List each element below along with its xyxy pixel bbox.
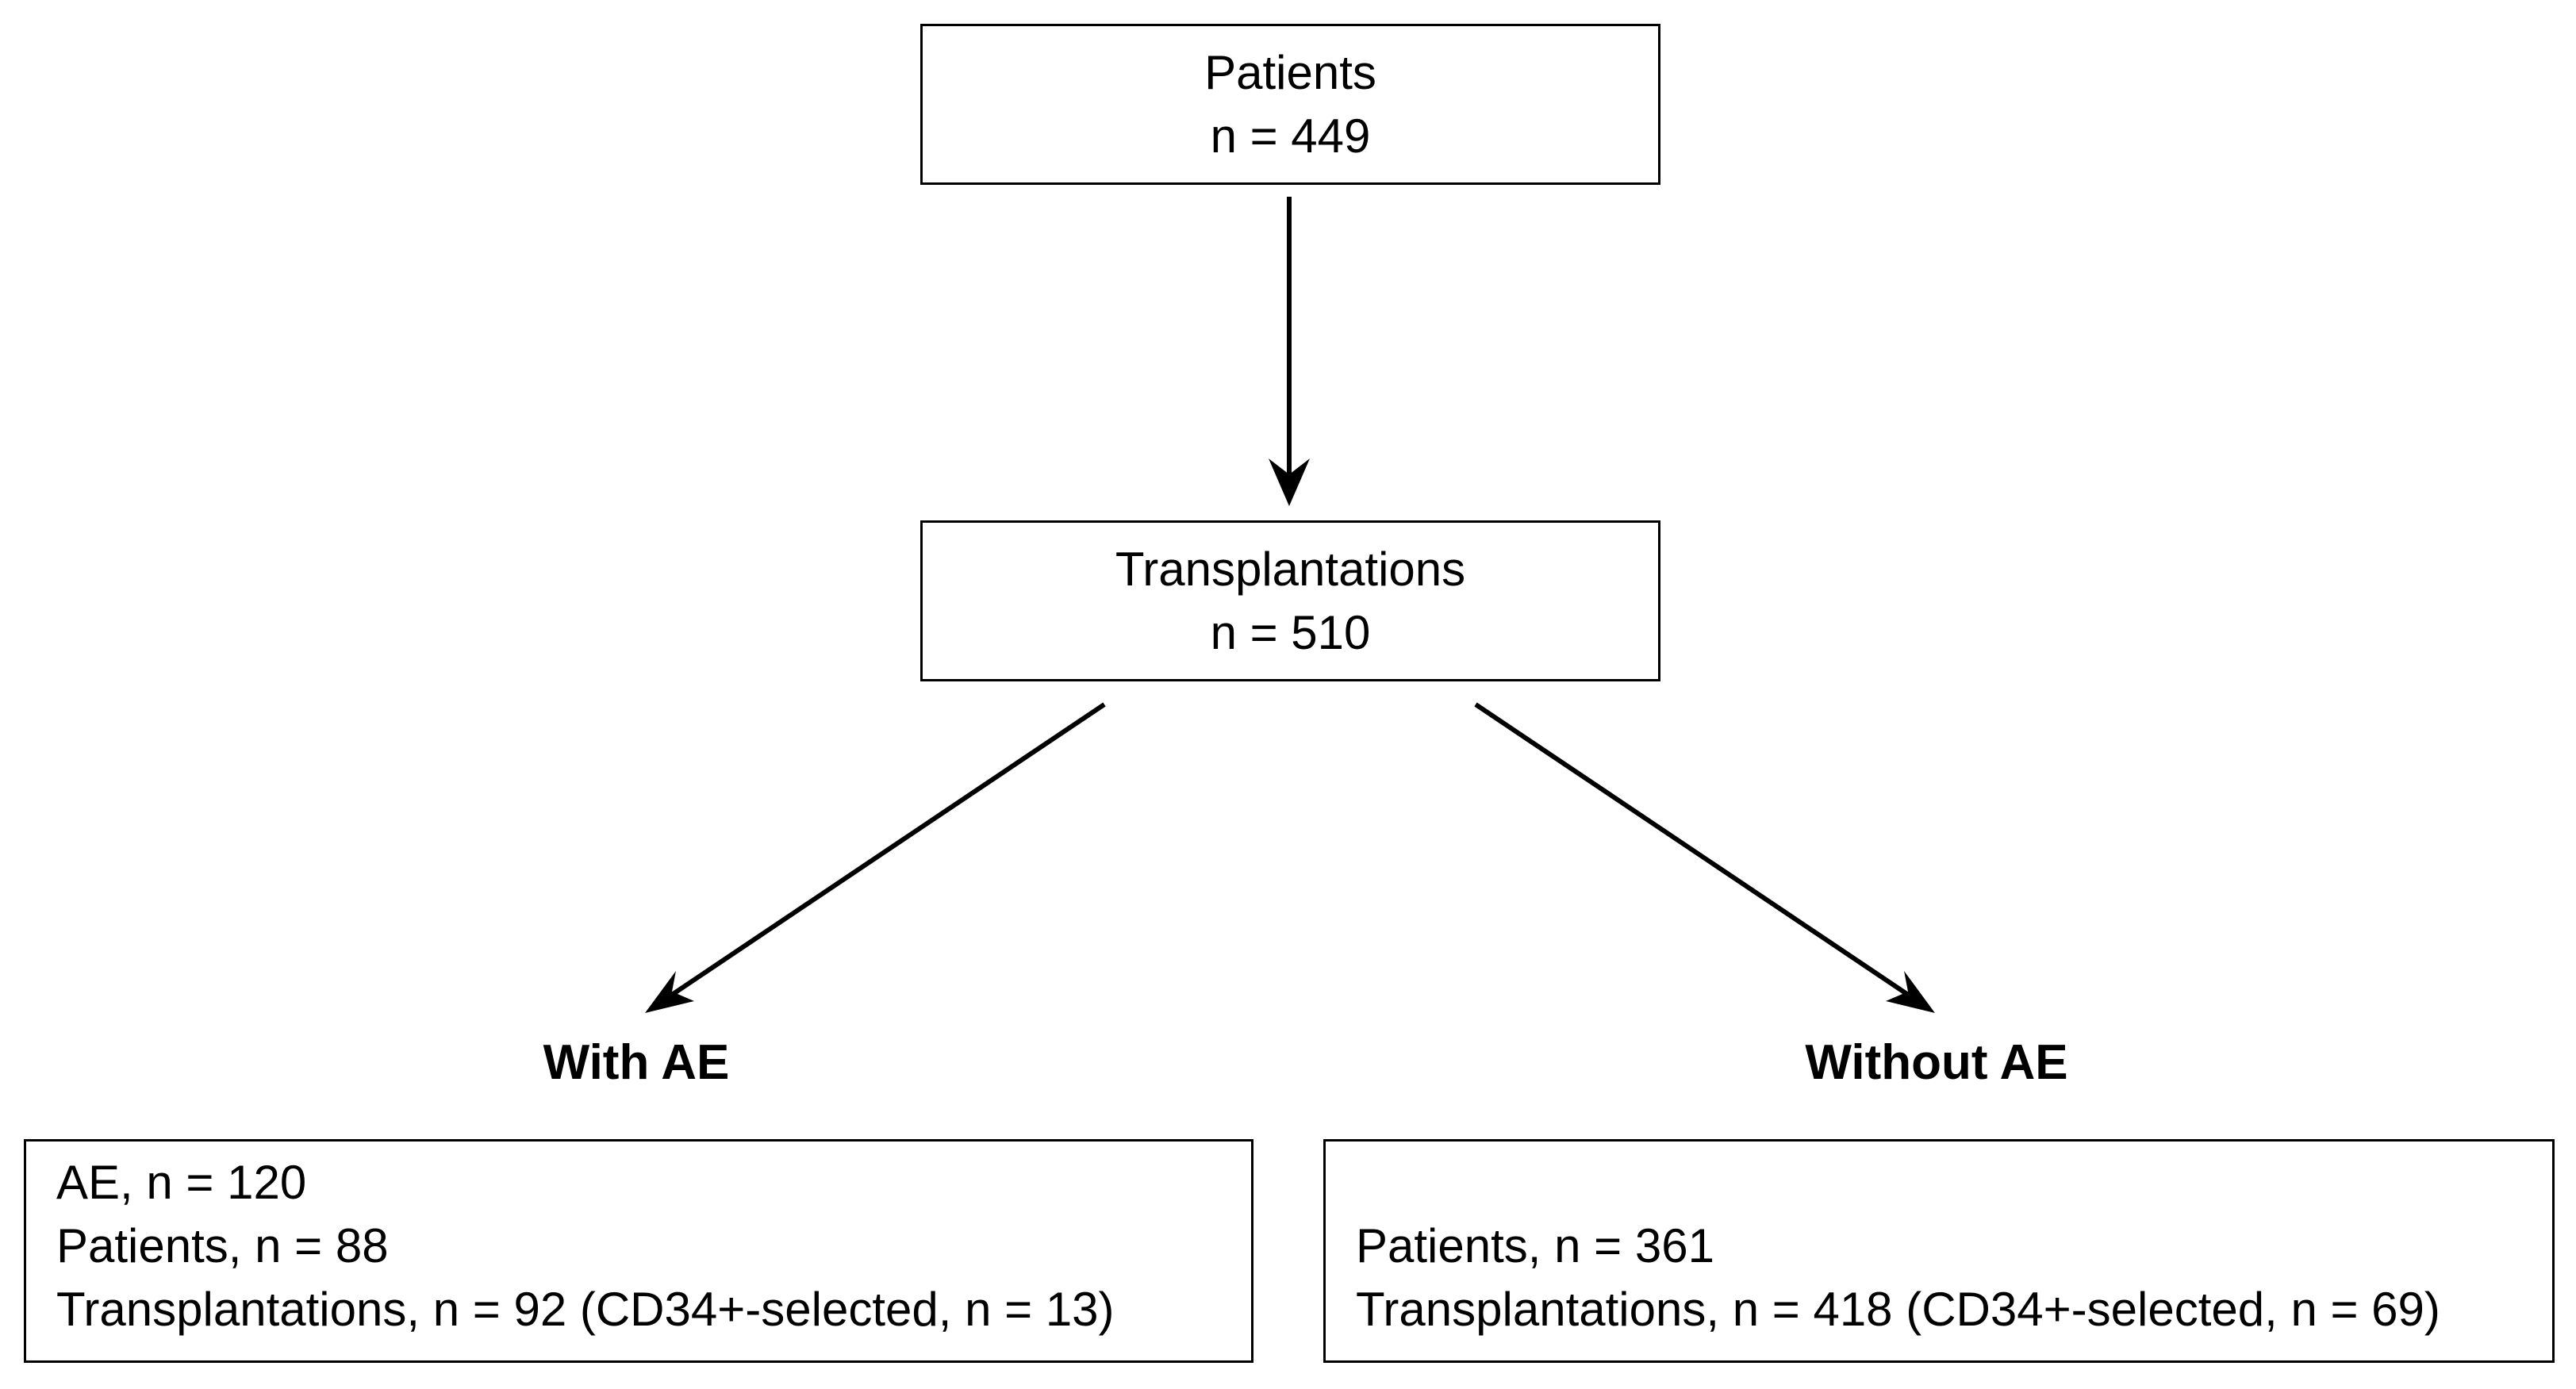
with-ae-heading: With AE [543, 1035, 730, 1090]
transplantations-box-title: Transplantations [1115, 542, 1466, 596]
arrow-to-with-ae [645, 702, 1106, 1013]
with-ae-patients-count: Patients, n = 88 [56, 1219, 389, 1272]
transplantations-box-count: n = 510 [1210, 605, 1371, 659]
with-ae-transplantations-count: Transplantations, n = 92 (CD34+-selected… [56, 1283, 1115, 1336]
patients-box: Patients n = 449 [920, 24, 1660, 185]
transplantations-box: Transplantations n = 510 [920, 520, 1660, 681]
with-ae-box: AE, n = 120 Patients, n = 88 Transplanta… [24, 1139, 1253, 1363]
without-ae-heading: Without AE [1805, 1035, 2068, 1090]
arrow-to-without-ae [1474, 702, 1935, 1013]
without-ae-patients-count: Patients, n = 361 [1356, 1219, 1714, 1272]
with-ae-ae-count: AE, n = 120 [56, 1156, 307, 1209]
arrow-patients-to-transplantations [1269, 197, 1310, 506]
patients-box-count: n = 449 [1210, 109, 1371, 163]
patients-box-title: Patients [1204, 45, 1376, 99]
without-ae-transplantations-count: Transplantations, n = 418 (CD34+-selecte… [1356, 1283, 2440, 1336]
without-ae-box: Patients, n = 361 Transplantations, n = … [1323, 1139, 2555, 1363]
